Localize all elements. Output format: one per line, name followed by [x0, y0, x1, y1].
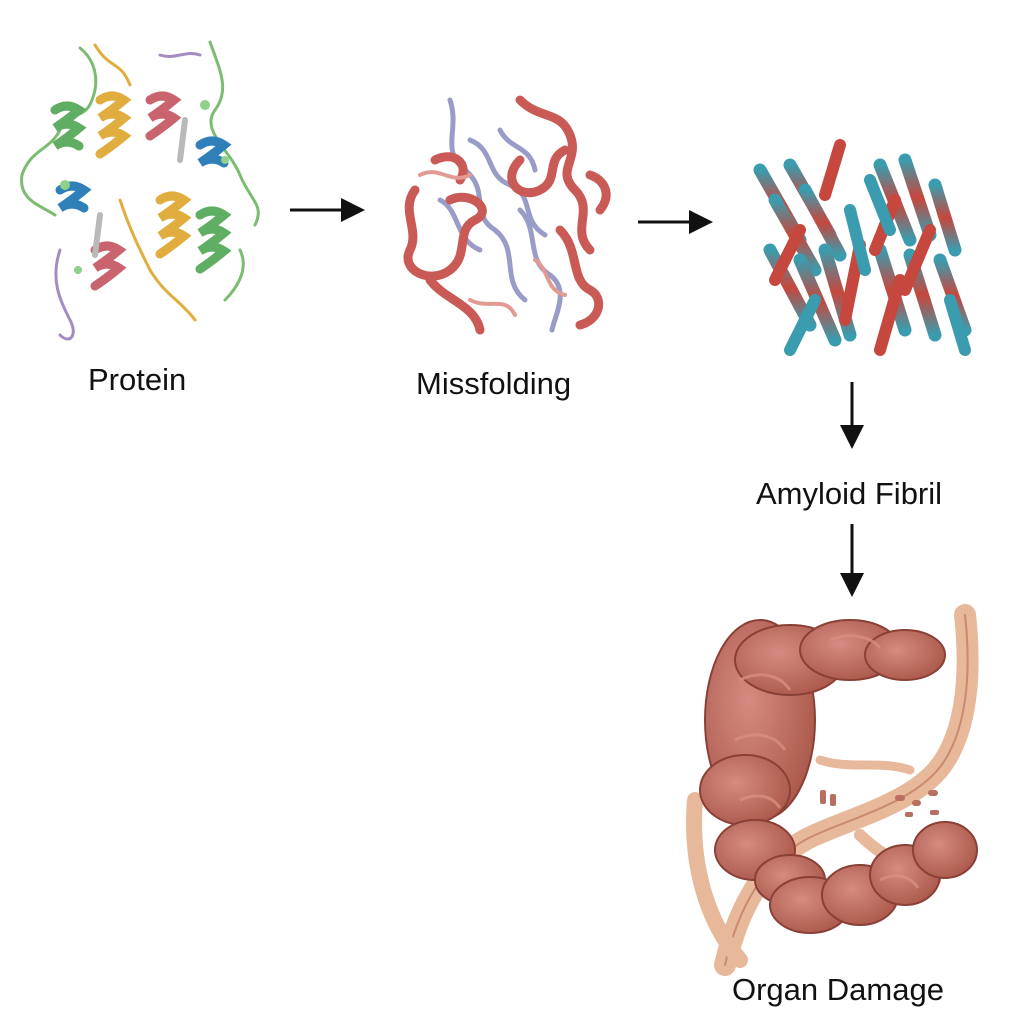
amyloid-fibril-illustration [753, 139, 972, 356]
stage-label-missfolding: Missfolding [416, 366, 572, 401]
protein-structure-illustration [20, 40, 260, 341]
flow-arrows [290, 198, 864, 597]
stage-label-organ-damage: Organ Damage [732, 972, 944, 1007]
stage-label-amyloid-fibril: Amyloid Fibril [756, 476, 943, 511]
damaged-organ-illustration [686, 604, 979, 976]
stage-label-protein: Protein [88, 362, 187, 397]
misfolded-protein-illustration [403, 95, 611, 335]
